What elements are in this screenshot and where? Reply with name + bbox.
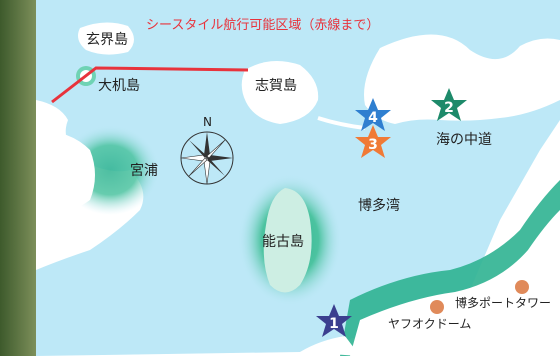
nokono-island	[263, 188, 312, 293]
genkai-island	[78, 22, 134, 55]
shika-island	[241, 61, 319, 124]
compass-rose	[180, 131, 234, 185]
port-tower-dot	[515, 280, 529, 294]
label-shika: 志賀島	[255, 78, 297, 94]
label-yafuoku-dome: ヤフオクドーム	[388, 317, 472, 331]
marker-star-2[interactable]: 2	[431, 88, 467, 121]
marker-number-4: 4	[368, 110, 378, 126]
label-genkai: 玄界島	[86, 32, 128, 48]
route-title: シースタイル航行可能区域（赤線まで）	[146, 18, 380, 33]
southeast-land	[350, 210, 560, 356]
marker-number-3: 3	[368, 137, 378, 153]
label-nokono: 能古島	[262, 234, 304, 250]
yafuoku-dome-dot	[430, 300, 444, 314]
label-oogi: 大机島	[98, 78, 140, 94]
marker-star-3[interactable]: 3	[355, 125, 391, 158]
landmass-northeast	[364, 34, 560, 124]
miyaura-land	[36, 130, 95, 220]
label-hakata-bay: 博多湾	[358, 198, 400, 214]
marker-star-4[interactable]: 4	[355, 98, 391, 131]
forest-strip	[0, 0, 36, 356]
label-uminonakamichi: 海の中道	[436, 132, 492, 148]
marker-number-2: 2	[444, 100, 454, 116]
marker-star-1[interactable]: 1	[316, 304, 352, 337]
shika-spit	[317, 116, 366, 130]
south-shore	[300, 336, 360, 356]
label-miyaura: 宮浦	[130, 163, 158, 179]
compass-north-label: N	[203, 115, 212, 129]
label-port-tower: 博多ポートタワー	[455, 296, 552, 310]
marker-number-1: 1	[329, 316, 339, 332]
route-line	[51, 66, 249, 104]
